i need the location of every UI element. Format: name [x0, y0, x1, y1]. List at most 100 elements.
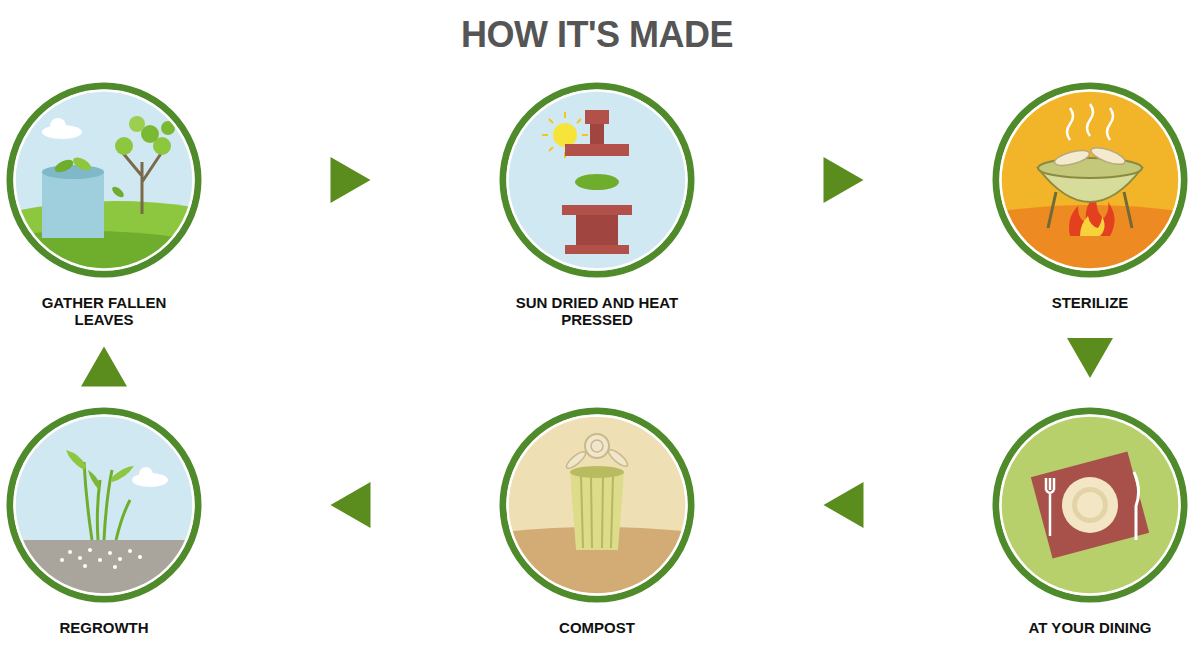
- sky: [503, 86, 693, 276]
- plate: [585, 434, 609, 458]
- background: [996, 86, 1186, 276]
- step-label: STERILIZE: [1005, 294, 1175, 311]
- flow-arrow: [824, 157, 864, 203]
- sun-ray: [564, 112, 566, 118]
- bin-stripe: [611, 476, 613, 548]
- process-circle: GATHER FALLEN LEAVES: [4, 80, 204, 328]
- plate-center: [1077, 492, 1103, 518]
- regrowth-illustration: [10, 411, 200, 610]
- seed: [138, 555, 142, 559]
- bowl-leg: [1048, 192, 1056, 228]
- seed: [68, 550, 72, 554]
- background: [996, 411, 1186, 601]
- sun-ray: [542, 134, 548, 136]
- plate-center: [591, 440, 603, 452]
- tree-trunk: [122, 152, 162, 214]
- flow-arrow: [824, 482, 864, 528]
- falling-leaf: [110, 185, 125, 199]
- bin-stripe: [581, 476, 583, 548]
- sterilize-illustration: [996, 86, 1186, 276]
- placemat: [1031, 451, 1149, 558]
- sun-ray: [549, 119, 553, 123]
- press-foot: [565, 245, 629, 254]
- circle-inner-border: [508, 91, 687, 270]
- process-circle: COMPOST: [497, 405, 697, 636]
- step-label: GATHER FALLEN LEAVES: [42, 294, 167, 328]
- seeds: [60, 548, 142, 569]
- cloud: [50, 118, 66, 134]
- circle-inner-border: [15, 91, 194, 270]
- tree-leaf: [129, 116, 145, 132]
- compost-bin: [570, 472, 624, 550]
- dining-illustration: [996, 411, 1186, 601]
- step-label: AT YOUR DINING: [1005, 619, 1175, 636]
- sun-ray: [549, 147, 553, 151]
- sky: [10, 86, 200, 276]
- fire: [1080, 216, 1105, 236]
- process-circle: AT YOUR DINING: [990, 405, 1190, 636]
- circle-outline: [4, 405, 204, 605]
- circle-border: [10, 86, 198, 274]
- seed: [98, 558, 102, 562]
- press-plate: [562, 205, 632, 215]
- arrow-head: [824, 482, 864, 528]
- compost-illustration: [503, 411, 693, 610]
- arrow-head: [1067, 338, 1113, 378]
- steam: [1067, 104, 1113, 140]
- bin: [42, 172, 104, 238]
- press-column: [590, 124, 604, 144]
- process-circle: STERILIZE: [990, 80, 1190, 311]
- leaf-plate: [1053, 148, 1091, 169]
- circle-border: [503, 86, 691, 274]
- plate: [1062, 477, 1118, 533]
- process-circle: REGROWTH: [4, 405, 204, 636]
- step-label: SUN DRIED AND HEAT PRESSED: [512, 294, 682, 328]
- arrow-head: [824, 157, 864, 203]
- plate-ring: [1072, 487, 1108, 523]
- seed: [113, 565, 117, 569]
- seed: [128, 549, 132, 553]
- tree-leaf: [115, 137, 133, 155]
- circle-inner-border: [1001, 91, 1180, 270]
- flow-arrow: [81, 347, 127, 387]
- step-label: COMPOST: [512, 619, 682, 636]
- circle-border: [996, 411, 1184, 599]
- bowl-rim: [1038, 158, 1142, 178]
- circle-inner-border: [508, 416, 687, 595]
- leaf: [71, 155, 93, 174]
- seed: [108, 551, 112, 555]
- press-illustration: [503, 86, 693, 276]
- circle-border: [10, 411, 198, 599]
- sprout-leaf: [88, 470, 100, 490]
- sun-ray: [582, 134, 588, 136]
- flow-arrow: [331, 157, 371, 203]
- bin-stripe: [591, 476, 592, 548]
- bowl-leg: [1124, 192, 1132, 228]
- sprout-leaf: [111, 466, 134, 482]
- circle-inner-border: [15, 416, 194, 595]
- sprout-leaf: [66, 450, 86, 470]
- cloud: [139, 467, 153, 481]
- seed: [60, 558, 64, 562]
- sun: [553, 123, 577, 147]
- knife: [1134, 472, 1139, 540]
- bin-stripes: [581, 476, 613, 548]
- seed: [88, 548, 92, 552]
- leaf-plate: [1089, 144, 1127, 168]
- bin-top: [570, 466, 624, 478]
- circle-outline: [4, 80, 204, 280]
- flow-arrow: [331, 482, 371, 528]
- bin-top: [42, 165, 104, 179]
- pressed-leaf: [575, 174, 619, 190]
- seed: [78, 556, 82, 560]
- arrow-head: [81, 347, 127, 387]
- leaves-illustration: [10, 86, 200, 276]
- circle-outline: [990, 80, 1190, 280]
- press-knob: [585, 110, 609, 124]
- circle-outline: [497, 80, 697, 280]
- seed: [83, 564, 87, 568]
- arrow-head: [331, 482, 371, 528]
- arrow-head: [331, 157, 371, 203]
